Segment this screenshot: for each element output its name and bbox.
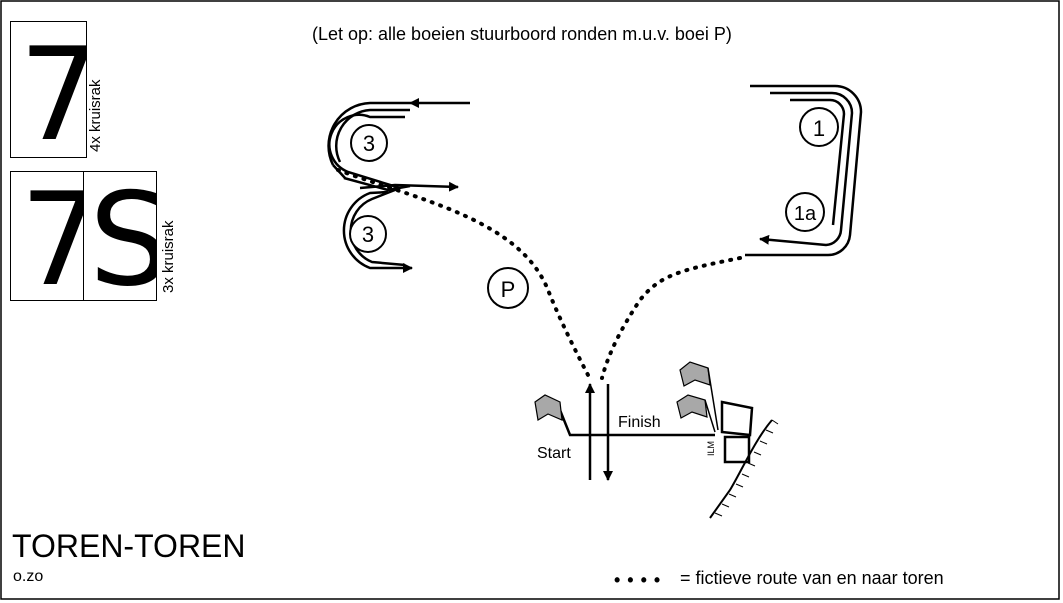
buoy-1 [799,107,839,147]
course-7s-number: 7 [20,177,84,301]
finish-label: Finish [618,414,661,431]
buoy-3-top [350,124,388,162]
tower-label: ILM [706,441,716,456]
rounding-path-1 [745,84,863,257]
buoy-1-label: 1 [813,116,825,141]
buoy-3-top-label: 3 [363,131,375,156]
legend-text: = fictieve route van en naar toren [680,568,944,588]
course-7s-box-right: S [83,171,157,301]
shoreline [709,419,779,519]
rounding-note: (Let op: alle boeien stuurboord ronden m… [312,24,732,44]
start-flag [534,394,563,421]
course-7-box: 7 [10,21,87,158]
tower-building [720,400,754,464]
course-title: TOREN-TOREN [12,528,246,564]
course-7s-box-left: 7 [10,171,85,301]
start-finish-line [558,383,715,481]
buoy-1a [785,192,825,232]
buoy-1a-label: 1a [794,203,817,225]
course-7-number: 7 [19,32,86,158]
buoy-3-bottom-label: 3 [362,222,374,247]
finish-flag-top [679,361,711,387]
fictive-route [336,168,742,380]
buoy-p-label: P [501,277,516,302]
course-subtitle: o.zo [13,568,44,585]
buoy-3-bottom [349,215,387,253]
flag-poles [704,367,719,433]
legend-dots: • • • • [614,570,662,590]
start-label: Start [537,445,571,462]
finish-flag-bottom [676,394,708,419]
course-7s-suffix: S [89,177,156,301]
rounding-path-3-top [327,98,470,166]
buoy-p [487,267,529,309]
